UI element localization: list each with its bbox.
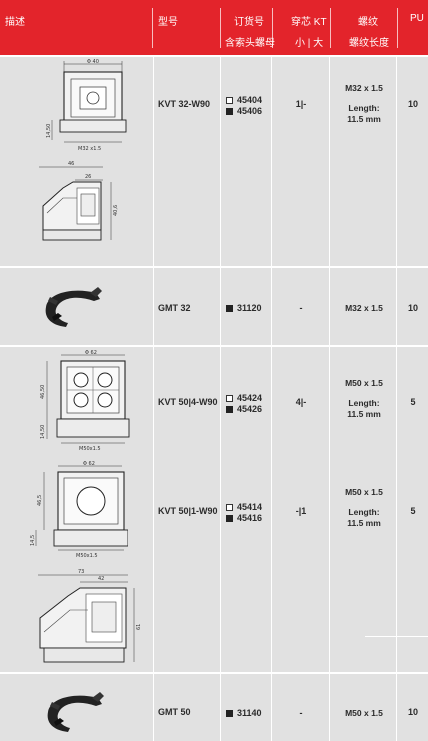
header-thread: 螺纹 螺纹长度 — [349, 17, 389, 49]
header-divider — [220, 8, 221, 48]
svg-text:14,50: 14,50 — [46, 124, 52, 138]
svg-text:14,50: 14,50 — [40, 425, 46, 439]
svg-text:40,6: 40,6 — [113, 205, 119, 216]
kt-value: -|1 — [295, 506, 307, 516]
svg-text:46: 46 — [68, 161, 74, 167]
pu-value: 5 — [410, 397, 416, 407]
column-divider — [271, 57, 272, 741]
pu-value: 10 — [407, 707, 418, 717]
row-divider — [0, 345, 428, 347]
row-divider — [0, 266, 428, 268]
filled-square-icon — [226, 406, 233, 413]
open-square-icon — [226, 504, 233, 511]
order-item: 31140 — [226, 708, 262, 719]
product-model: GMT 32 — [158, 303, 191, 313]
svg-text:14,5: 14,5 — [30, 535, 36, 546]
table-row — [0, 268, 428, 345]
filled-square-icon — [226, 710, 233, 717]
svg-text:73: 73 — [78, 569, 84, 575]
kt-value: - — [299, 708, 303, 718]
kvt32-side-view-drawing: 46 26 40,6 — [39, 161, 119, 241]
pu-value: 10 — [407, 303, 418, 313]
thread-info: M50 x 1.5 Length: 11.5 mm — [345, 378, 383, 419]
thread-info: M32 x 1.5 Length: 11.5 mm — [345, 83, 383, 124]
header-pu: PU — [410, 13, 424, 24]
kt-value: 1|- — [295, 99, 307, 109]
order-item: 31120 — [226, 303, 262, 314]
header-divider — [397, 8, 398, 48]
order-item: 45416 — [226, 513, 262, 524]
kvt50-1-top-view-drawing: Φ 62 46,5 14,5 M50x1.5 — [30, 461, 128, 559]
kvt50-1-side-view-drawing: 73 42 61 — [38, 569, 142, 663]
kvt50-4-top-view-drawing: Φ 62 46,50 14,50 M50x1.5 — [40, 350, 130, 452]
open-square-icon — [226, 97, 233, 104]
header-gap — [0, 55, 428, 57]
header-order: 订货号 含索头螺母 — [225, 17, 275, 49]
gmt50-nut-image — [47, 692, 104, 732]
order-item: 45406 — [226, 106, 262, 117]
kt-value: - — [299, 303, 303, 313]
header-kt: 穿芯 KT 小 | 大 — [291, 17, 327, 49]
order-item: 45414 — [226, 502, 262, 513]
svg-text:Φ 62: Φ 62 — [83, 461, 95, 467]
filled-square-icon — [226, 515, 233, 522]
kvt32-top-view-drawing: Φ 40 14,50 M32 x1.5 — [46, 59, 127, 152]
filled-square-icon — [226, 305, 233, 312]
svg-text:Φ 40: Φ 40 — [87, 59, 99, 65]
product-model: KVT 32-W90 — [158, 99, 211, 109]
svg-text:M32 x1.5: M32 x1.5 — [78, 146, 101, 152]
order-item: 45404 — [226, 95, 262, 106]
open-square-icon — [226, 395, 233, 402]
order-numbers: 45424 45426 — [226, 393, 262, 415]
column-divider — [153, 57, 154, 741]
order-numbers: 45414 45416 — [226, 502, 262, 524]
svg-text:61: 61 — [136, 624, 142, 630]
thread-info: M50 x 1.5 — [345, 708, 383, 718]
table-header: 描述 型号 订货号 含索头螺母 穿芯 KT 小 | 大 螺纹 螺纹长度 PU — [0, 0, 428, 55]
product-model: KVT 50|4-W90 — [158, 397, 218, 407]
order-numbers: 31120 — [226, 303, 262, 314]
pu-value: 10 — [407, 99, 418, 109]
order-item: 45426 — [226, 404, 262, 415]
product-model: GMT 50 — [158, 707, 191, 717]
order-item: 45424 — [226, 393, 262, 404]
svg-text:46,5: 46,5 — [37, 495, 43, 506]
thread-info: M32 x 1.5 — [345, 303, 383, 313]
order-numbers: 31140 — [226, 708, 262, 719]
row-divider — [0, 672, 428, 674]
column-divider — [396, 57, 397, 741]
svg-text:Φ 62: Φ 62 — [85, 350, 97, 356]
order-numbers: 45404 45406 — [226, 95, 262, 117]
table-row — [0, 674, 428, 741]
column-divider — [220, 57, 221, 741]
svg-text:M50x1.5: M50x1.5 — [76, 553, 98, 559]
svg-text:46,50: 46,50 — [40, 385, 46, 399]
product-model: KVT 50|1-W90 — [158, 506, 218, 516]
kt-value: 4|- — [295, 397, 307, 407]
filled-square-icon — [226, 108, 233, 115]
pu-value: 5 — [410, 506, 416, 516]
svg-text:26: 26 — [85, 174, 91, 180]
thread-info: M50 x 1.5 Length: 11.5 mm — [345, 487, 383, 528]
header-divider — [272, 8, 273, 48]
column-divider — [329, 57, 330, 741]
svg-text:M50x1.5: M50x1.5 — [79, 446, 101, 452]
gmt32-nut-image — [45, 287, 102, 327]
header-divider — [152, 8, 153, 48]
svg-text:42: 42 — [98, 576, 104, 582]
row-sub-divider — [365, 636, 428, 637]
header-divider — [330, 8, 331, 48]
